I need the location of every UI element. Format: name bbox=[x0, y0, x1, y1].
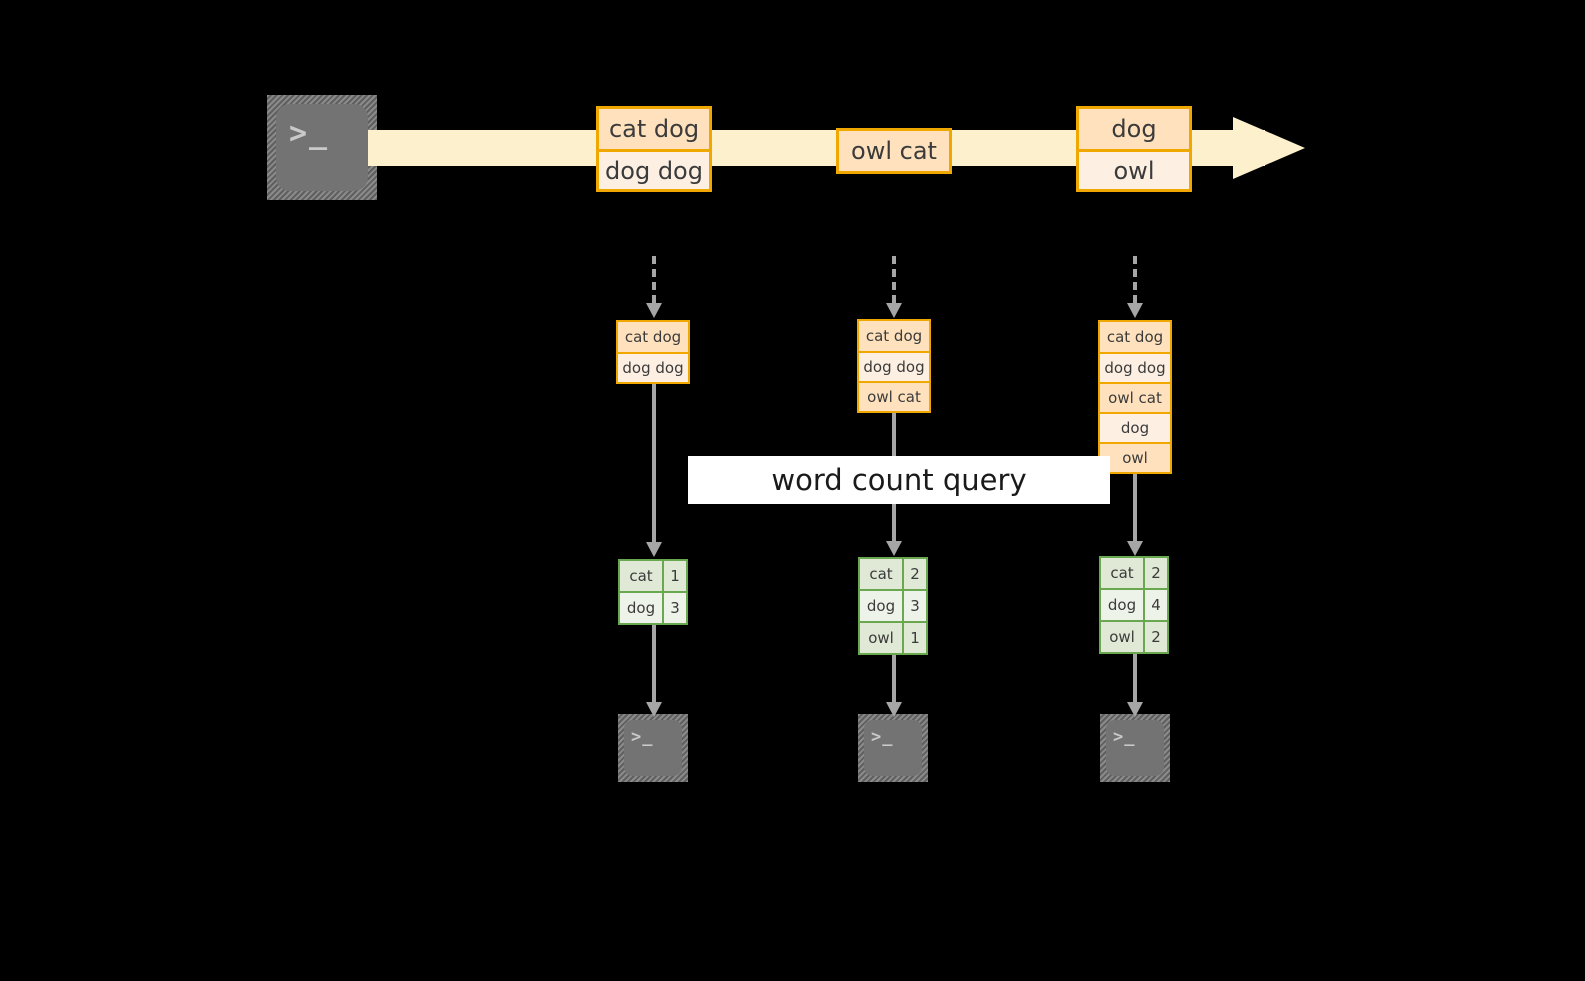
stream-record: cat dog bbox=[599, 109, 709, 149]
result-row: cat 1 bbox=[620, 561, 686, 591]
result-count: 3 bbox=[662, 593, 686, 623]
connector-arrowhead-icon bbox=[886, 702, 902, 717]
query-label-text: word count query bbox=[771, 463, 1027, 497]
result-count: 2 bbox=[1143, 558, 1167, 588]
input-record: dog dog bbox=[618, 352, 688, 382]
result-word: dog bbox=[1101, 590, 1143, 620]
input-record: dog dog bbox=[1100, 352, 1170, 382]
connector-arrowhead-icon bbox=[886, 303, 902, 318]
snapshot-3-input-table: cat dog dog dog owl cat dog owl bbox=[1098, 320, 1172, 474]
stream-arrowhead-icon bbox=[1233, 117, 1305, 179]
connector-arrowhead-icon bbox=[646, 542, 662, 557]
stream-batch-1: cat dog dog dog bbox=[596, 106, 712, 192]
input-record: cat dog bbox=[859, 321, 929, 351]
terminal-screen bbox=[1106, 720, 1164, 776]
result-word: cat bbox=[620, 561, 662, 591]
result-count: 3 bbox=[902, 591, 926, 621]
input-record: owl bbox=[1100, 442, 1170, 472]
terminal-prompt-glyph: >_ bbox=[631, 727, 654, 747]
result-word: cat bbox=[860, 559, 902, 589]
snapshot-3-result-table: cat 2 dog 4 owl 2 bbox=[1099, 556, 1169, 654]
connector-arrowhead-icon bbox=[886, 541, 902, 556]
connector-arrowhead-icon bbox=[1127, 702, 1143, 717]
input-record: dog bbox=[1100, 412, 1170, 442]
source-terminal-icon: >_ bbox=[267, 95, 377, 200]
result-count: 4 bbox=[1143, 590, 1167, 620]
connector-line bbox=[652, 256, 656, 303]
connector-line bbox=[1133, 474, 1137, 541]
stream-record: dog dog bbox=[599, 149, 709, 189]
connector-arrowhead-icon bbox=[646, 702, 662, 717]
stream-batch-2: owl cat bbox=[836, 128, 952, 174]
result-word: cat bbox=[1101, 558, 1143, 588]
query-label-banner: word count query bbox=[688, 456, 1110, 504]
snapshot-1-input-table: cat dog dog dog bbox=[616, 320, 690, 384]
result-count: 1 bbox=[662, 561, 686, 591]
terminal-prompt-glyph: >_ bbox=[1113, 727, 1136, 747]
result-row: dog 3 bbox=[620, 591, 686, 623]
input-record: cat dog bbox=[1100, 322, 1170, 352]
snapshot-1-result-table: cat 1 dog 3 bbox=[618, 559, 688, 625]
result-row: owl 1 bbox=[860, 621, 926, 653]
connector-arrowhead-icon bbox=[1127, 541, 1143, 556]
terminal-screen bbox=[864, 720, 922, 776]
stream-batch-3: dog owl bbox=[1076, 106, 1192, 192]
connector-arrowhead-icon bbox=[1127, 303, 1143, 318]
connector-line bbox=[652, 624, 656, 702]
connector-line bbox=[652, 384, 656, 542]
connector-line bbox=[892, 653, 896, 702]
result-count: 1 bbox=[902, 623, 926, 653]
result-row: dog 3 bbox=[860, 589, 926, 621]
result-row: owl 2 bbox=[1101, 620, 1167, 652]
result-count: 2 bbox=[1143, 622, 1167, 652]
terminal-prompt-glyph: >_ bbox=[871, 727, 894, 747]
stream-record: dog bbox=[1079, 109, 1189, 149]
terminal-prompt-glyph: >_ bbox=[289, 116, 330, 151]
connector-line bbox=[892, 256, 896, 303]
input-record: owl cat bbox=[1100, 382, 1170, 412]
connector-line bbox=[1133, 652, 1137, 702]
stream-record: owl cat bbox=[839, 131, 949, 171]
result-word: dog bbox=[620, 593, 662, 623]
terminal-screen bbox=[624, 720, 682, 776]
input-record: dog dog bbox=[859, 351, 929, 381]
snapshot-2-result-table: cat 2 dog 3 owl 1 bbox=[858, 557, 928, 655]
result-word: owl bbox=[860, 623, 902, 653]
snapshot-2-input-table: cat dog dog dog owl cat bbox=[857, 319, 931, 413]
stream-record: owl bbox=[1079, 149, 1189, 189]
result-row: cat 2 bbox=[1101, 558, 1167, 588]
input-record: cat dog bbox=[618, 322, 688, 352]
result-word: dog bbox=[860, 591, 902, 621]
terminal-screen bbox=[276, 104, 368, 191]
result-row: dog 4 bbox=[1101, 588, 1167, 620]
connector-arrowhead-icon bbox=[646, 303, 662, 318]
snapshot-2-sink-terminal-icon: >_ bbox=[858, 714, 928, 782]
input-record: owl cat bbox=[859, 381, 929, 411]
result-word: owl bbox=[1101, 622, 1143, 652]
connector-line bbox=[1133, 256, 1137, 303]
snapshot-1-sink-terminal-icon: >_ bbox=[618, 714, 688, 782]
snapshot-3-sink-terminal-icon: >_ bbox=[1100, 714, 1170, 782]
result-count: 2 bbox=[902, 559, 926, 589]
result-row: cat 2 bbox=[860, 559, 926, 589]
